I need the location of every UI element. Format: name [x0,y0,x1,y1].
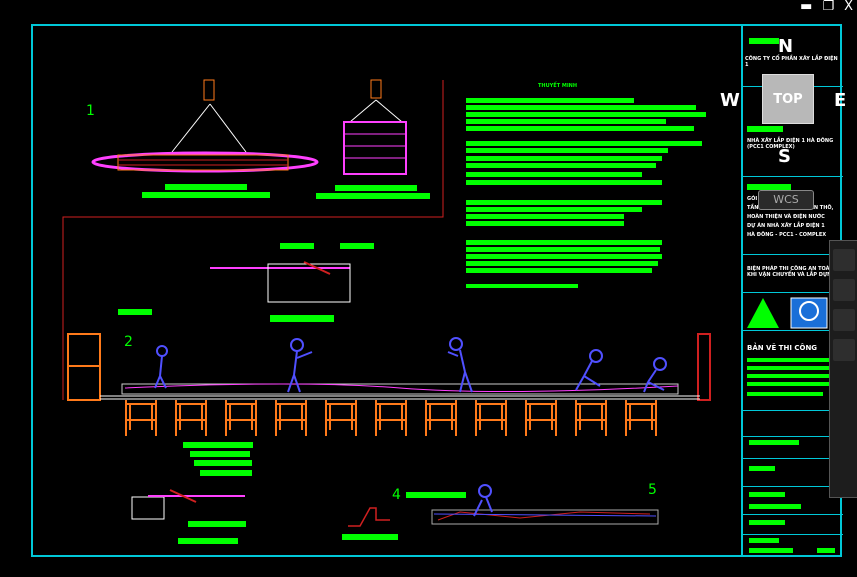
prop-frame [375,400,407,436]
restore-button[interactable]: ❐ [822,0,835,14]
prop-frame [475,400,507,436]
annotation-bars [118,98,706,544]
detail1-right-lift [343,79,407,175]
prop-frame [275,400,307,436]
prop-frame [225,400,257,436]
navigation-bar[interactable] [829,240,857,498]
package-line-3: HOÀN THIỆN VÀ ĐIỆN NƯỚC [747,214,825,220]
detail2-props [125,400,657,436]
prop-frame [625,400,657,436]
detail1-left-lift [91,79,319,173]
drawing-stage: BẢN VẼ THI CÔNG [747,344,818,352]
package-line-4: DỰ ÁN NHÀ XÂY LẮP ĐIỆN 1 [747,223,825,229]
prop-frame [525,400,557,436]
company-name: CÔNG TY CỔ PHẦN XÂY LẮP ĐIỆN 1 [745,56,838,68]
detail-number-5: 5 [648,482,657,498]
compass-east[interactable]: E [834,90,847,111]
detail-number-2: 2 [124,334,133,350]
worker-2 [287,338,313,393]
prop-frame [175,400,207,436]
wcs-menu[interactable]: WCS [758,190,814,210]
notes-heading: THUYẾT MINH [538,81,577,89]
prop-frame [325,400,357,436]
prop-frame [425,400,457,436]
package-line-5: HÀ ĐÔNG - PCC1 - COMPLEX [747,232,827,238]
detail-number-4: 4 [392,487,401,503]
prop-frame [125,400,157,436]
close-button[interactable]: X [844,0,853,14]
worker-4 [575,349,603,391]
workers [154,337,667,393]
worker-3 [447,337,473,393]
worker-5 [643,357,667,393]
detail2-formwork [67,333,711,401]
compass-south[interactable]: S [778,146,791,167]
compass-west[interactable]: W [720,90,740,111]
viewcube[interactable]: N S E W TOP [720,36,852,167]
detail5-floor [431,484,659,525]
drawing-title: BIỆN PHÁP THI CÔNG AN TOÀN KHI VẬN CHUYỂ… [747,266,836,278]
zoom-icon[interactable] [833,279,855,301]
detail4-profile [348,507,390,527]
window-controls: ▬ ❐ X [800,0,857,16]
orbit-icon[interactable] [833,309,855,331]
minimize-button[interactable]: ▬ [800,0,813,14]
detail-number-1: 1 [86,103,95,119]
showmotion-icon[interactable] [833,339,855,361]
project-name: NHÀ XÂY LẮP ĐIỆN 1 HÀ ĐÔNG (PCC1 COMPLEX… [747,138,834,150]
compass-north[interactable]: N [778,36,794,57]
worker-1 [154,345,168,389]
bottom-left-detail [131,489,245,520]
logo-area [747,297,828,329]
anchor-detail [210,261,351,303]
pan-icon[interactable] [833,249,855,271]
prop-frame [575,400,607,436]
viewcube-top-face[interactable]: TOP [762,74,814,124]
